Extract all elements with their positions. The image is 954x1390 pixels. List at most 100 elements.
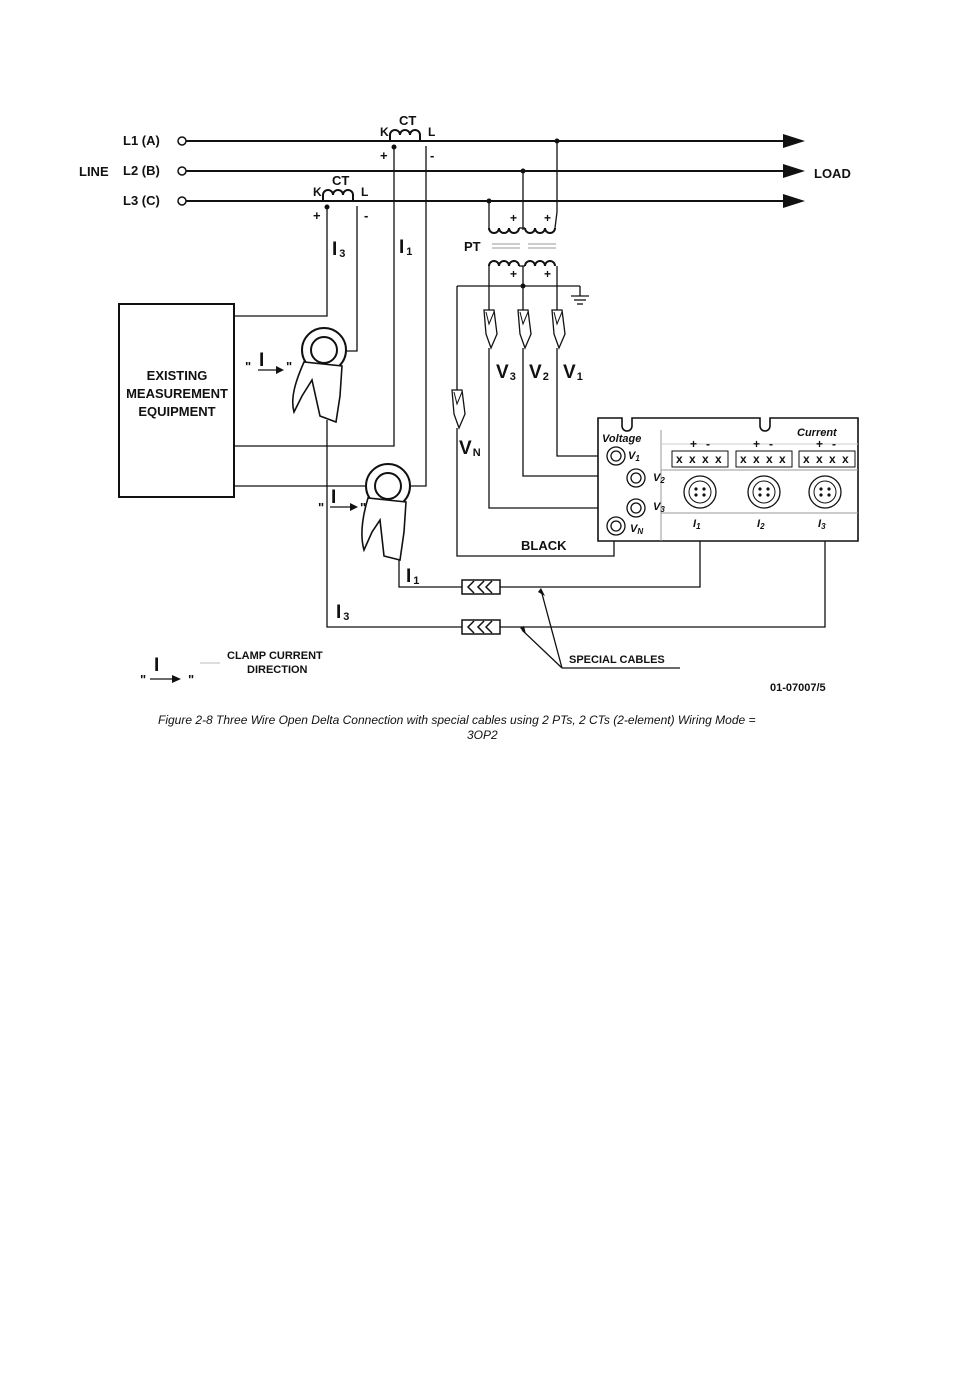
legend-line-2: DIRECTION: [247, 664, 308, 676]
pol-plus-3: +: [816, 437, 823, 451]
existing-line-1: EXISTING: [147, 368, 208, 383]
clamp1-i: I: [259, 350, 264, 371]
voltage-jack-v2-icon: [626, 468, 646, 488]
pt-plus-d: +: [544, 267, 551, 281]
instrument-panel: [597, 417, 859, 542]
l3-label: L3 (C): [123, 193, 160, 208]
v3-clip-icon: [483, 309, 498, 350]
clamp1-arrow-icon: [258, 366, 284, 374]
inst-vn-label: VN: [630, 523, 643, 536]
line-label: LINE: [79, 164, 109, 179]
pt-plus-a: +: [510, 211, 517, 225]
v1-label: V1: [563, 362, 583, 383]
legend-quote-open: ": [140, 672, 146, 687]
phase-line-l2: [177, 164, 805, 178]
terminal-screw: x: [766, 452, 773, 466]
terminal-screw: x: [779, 452, 786, 466]
pol-minus-3: -: [832, 437, 836, 451]
v2-label: V2: [529, 362, 549, 383]
legend-quote-close: ": [188, 672, 194, 687]
terminal-block: [798, 450, 856, 468]
load-label: LOAD: [814, 166, 851, 181]
drawing-number: 01-07007/5: [770, 682, 826, 694]
terminal-screw: x: [829, 452, 836, 466]
current-socket-i1-icon: [683, 475, 717, 509]
pol-minus-1: -: [706, 437, 710, 451]
ct-l3-minus: -: [364, 208, 368, 223]
inst-v3-label: V3: [653, 501, 665, 514]
figure-caption-line2: 3OP2: [467, 728, 498, 742]
ground-icon: [457, 283, 589, 305]
black-label: BLACK: [521, 538, 567, 553]
cable-connector-i3-icon: [461, 619, 501, 635]
ct-l1: CT K L + -: [380, 113, 435, 163]
ct-l3: CT K L + -: [313, 173, 368, 223]
terminal-screw: x: [740, 452, 747, 466]
special-cables-label: SPECIAL CABLES: [569, 654, 665, 666]
v2-clip-icon: [517, 309, 532, 350]
inst-i1-label: I1: [693, 518, 701, 531]
pt-plus-b: +: [544, 211, 551, 225]
l2-label: L2 (B): [123, 163, 160, 178]
voltage-wires: [456, 286, 615, 557]
existing-measurement-equipment: EXISTING MEASUREMENT EQUIPMENT: [118, 303, 235, 498]
clamp2-quote-open: ": [318, 500, 324, 515]
v3-label: V3: [496, 362, 516, 383]
ct-l3-plus: +: [313, 208, 321, 223]
v1-clip-icon: [551, 309, 566, 350]
ct-l3-l: L: [361, 185, 368, 199]
terminal-screw: x: [689, 452, 696, 466]
terminal-screw: x: [702, 452, 709, 466]
current-socket-i2-icon: [747, 475, 781, 509]
pol-plus-1: +: [690, 437, 697, 451]
special-cables-pointer: [520, 588, 680, 669]
clamp1-quote-close: ": [286, 359, 292, 374]
terminal-block: [671, 450, 729, 468]
phase-line-l3: [177, 194, 805, 208]
terminal-screw: x: [816, 452, 823, 466]
ct-l3-k: K: [313, 185, 322, 199]
pol-plus-2: +: [753, 437, 760, 451]
ct-l1-label: CT: [399, 113, 416, 128]
cable-connector-i1-icon: [461, 579, 501, 595]
pt-label: PT: [464, 239, 481, 254]
clamp2-i: I: [331, 487, 336, 508]
ct-l1-minus: -: [430, 148, 434, 163]
figure-caption-line1: Figure 2-8 Three Wire Open Delta Connect…: [158, 713, 756, 727]
terminal-block: [735, 450, 793, 468]
voltage-jack-v3-icon: [626, 498, 646, 518]
voltage-jack-v1-icon: [606, 446, 626, 466]
instrument-current-label: Current: [797, 427, 838, 439]
legend-line-1: CLAMP CURRENT: [227, 650, 323, 662]
l1-label: L1 (A): [123, 133, 160, 148]
pt-plus-c: +: [510, 267, 517, 281]
pt-transformers: + + + +: [486, 138, 560, 310]
voltage-jack-vn-icon: [606, 516, 626, 536]
terminal-screw: x: [676, 452, 683, 466]
terminal-screw: x: [753, 452, 760, 466]
inst-v1-label: V1: [628, 450, 640, 463]
terminal-screw: x: [715, 452, 722, 466]
vn-clip-icon: [451, 389, 466, 430]
pol-minus-2: -: [769, 437, 773, 451]
current-socket-i3-icon: [808, 475, 842, 509]
ct-l1-l: L: [428, 125, 435, 139]
legend-i: I: [154, 655, 159, 676]
clamp1-quote-open: ": [245, 359, 251, 374]
clamp-probe-lower-icon: [361, 463, 411, 561]
inst-i3-label: I3: [818, 518, 826, 531]
inst-v2-label: V2: [653, 472, 665, 485]
existing-line-3: EQUIPMENT: [138, 404, 215, 419]
terminal-screw: x: [842, 452, 849, 466]
legend-arrow-icon: [150, 675, 181, 683]
ct-l1-k: K: [380, 125, 389, 139]
ct-l1-plus: +: [380, 148, 388, 163]
ct-l3-label: CT: [332, 173, 349, 188]
ct-secondary-wires: [234, 144, 427, 487]
clamp2-quote-close: ": [360, 500, 366, 515]
